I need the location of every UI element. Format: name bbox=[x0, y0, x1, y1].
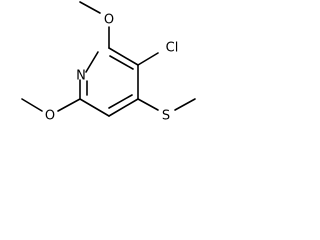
atom-label-oxygen-top: O bbox=[104, 13, 114, 28]
bond-o-top-methyl bbox=[79, 1, 101, 14]
ring-bond-n-c2 bbox=[85, 51, 99, 73]
atom-label-chlorine: Cl bbox=[166, 41, 179, 56]
atom-label-sulfur: S bbox=[162, 109, 170, 124]
chemical-structure: N O Cl S O bbox=[21, 1, 196, 124]
atom-label-nitrogen: N bbox=[76, 69, 86, 84]
ring-bond-c4-c5-inner bbox=[108, 94, 133, 109]
bond-o-bottom-methyl bbox=[21, 98, 43, 112]
bond-c3-cl bbox=[137, 52, 159, 66]
ring-bond-c2-c3-inner bbox=[109, 55, 134, 70]
bond-s-methyl bbox=[174, 98, 196, 111]
atom-label-oxygen-bottom: O bbox=[45, 109, 55, 124]
bond-c4-s bbox=[137, 98, 159, 111]
ring-bond-c2-c3 bbox=[108, 47, 139, 66]
bond-c6-o-bottom bbox=[57, 98, 81, 112]
ring-bond-c5-c6 bbox=[79, 98, 110, 117]
ring-bond-c4-c5 bbox=[108, 98, 139, 117]
